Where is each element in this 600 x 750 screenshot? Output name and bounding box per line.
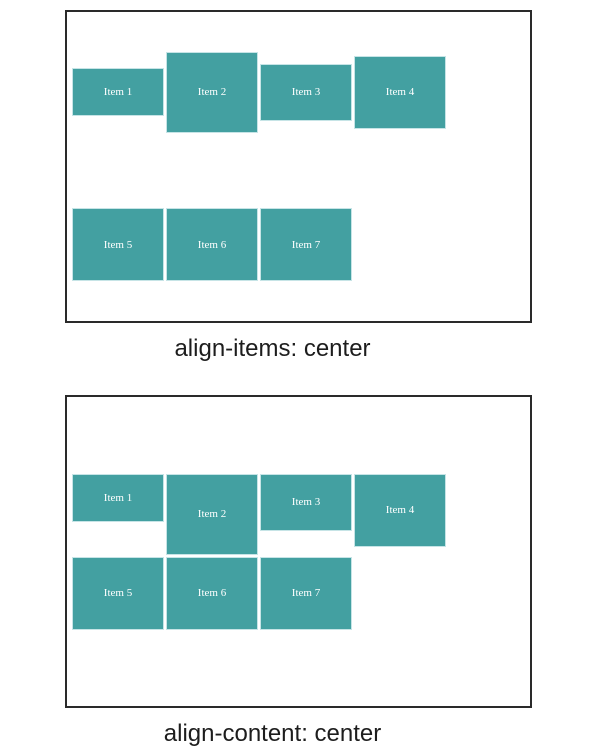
flex-item-3: Item 3: [260, 63, 352, 121]
figure-caption-align-content: align-content: center: [163, 720, 382, 748]
flex-item-6: Item 6: [166, 208, 258, 282]
align-content-demo-container: Item 1 Item 2 Item 3 Item 4 Item 5 Item …: [65, 395, 532, 709]
figure-align-items: Item 1 Item 2 Item 3 Item 4 Item 5 Item …: [0, 10, 600, 365]
flex-item-6: Item 6: [166, 556, 258, 630]
figure-align-content: Item 1 Item 2 Item 3 Item 4 Item 5 Item …: [0, 395, 600, 750]
align-items-demo-container: Item 1 Item 2 Item 3 Item 4 Item 5 Item …: [65, 10, 532, 323]
flex-item-4: Item 4: [354, 473, 446, 547]
flex-item-2: Item 2: [166, 473, 258, 555]
flexbox-demo-page: Item 1 Item 2 Item 3 Item 4 Item 5 Item …: [0, 10, 600, 750]
flex-item-2: Item 2: [166, 51, 258, 133]
figure-caption-align-items: align-items: center: [174, 335, 371, 362]
flex-item-4: Item 4: [354, 55, 446, 129]
flex-item-5: Item 5: [72, 556, 164, 630]
flex-item-1: Item 1: [72, 473, 164, 522]
flex-item-7: Item 7: [260, 556, 352, 630]
flex-item-5: Item 5: [72, 208, 164, 282]
flex-item-3: Item 3: [260, 473, 352, 531]
flex-item-7: Item 7: [260, 208, 352, 282]
flex-item-1: Item 1: [72, 68, 164, 117]
